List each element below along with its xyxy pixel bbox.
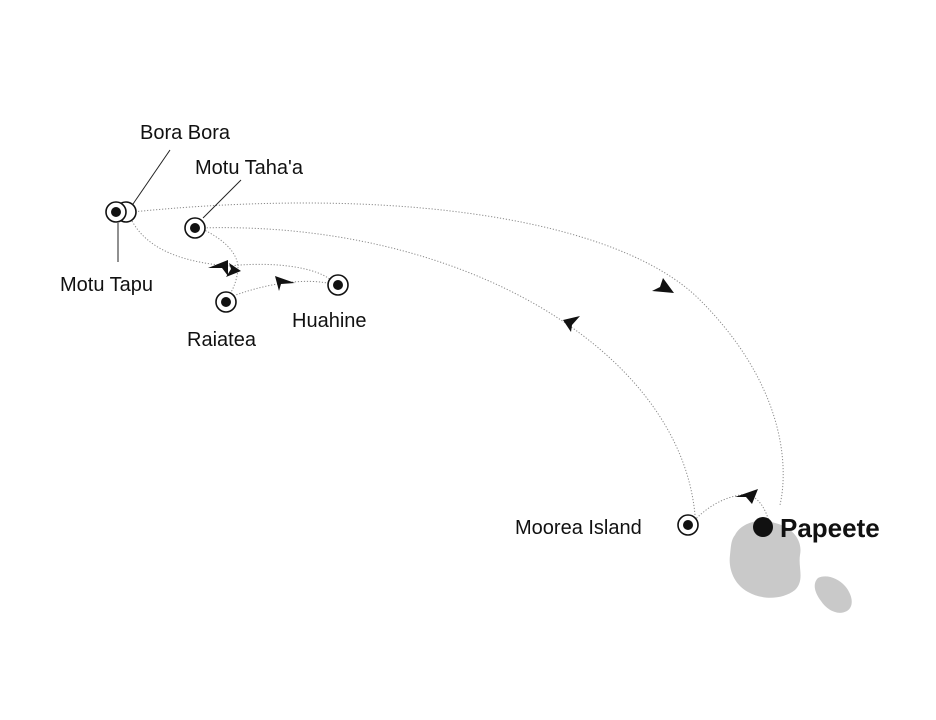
port-moorea-marker[interactable] [677, 514, 699, 536]
label-raiatea: Raiatea [187, 329, 257, 351]
label-moorea: Moorea Island [515, 517, 642, 539]
leader-bora-bora [132, 149, 171, 205]
direction-arrows [208, 260, 758, 504]
direction-arrow-icon [563, 316, 580, 332]
port-papeete-marker[interactable] [753, 517, 773, 537]
label-bora-bora: Bora Bora [140, 122, 231, 144]
port-huahine-marker[interactable] [327, 274, 349, 296]
route-papeete-moorea [689, 494, 771, 526]
direction-arrow-icon [208, 260, 228, 276]
tahiti-landmass [729, 520, 852, 613]
route-lines [127, 202, 784, 526]
label-leaders [117, 149, 242, 262]
route-huahine-borabora [127, 211, 337, 286]
route-tahaa-raiatea [199, 227, 239, 301]
direction-arrow-icon [735, 489, 758, 504]
label-huahine: Huahine [292, 310, 367, 332]
leader-motu-tahaa [202, 179, 242, 219]
direction-arrow-icon [652, 278, 674, 293]
label-motu-tapu: Motu Tapu [60, 274, 153, 296]
route-moorea-tahaa [199, 227, 696, 516]
route-raiatea-huahine [227, 280, 337, 299]
label-papeete: Papeete [780, 513, 880, 543]
direction-arrow-icon [275, 276, 295, 291]
port-motu-tahaa-marker[interactable] [184, 217, 206, 239]
label-motu-tahaa: Motu Taha'a [195, 157, 304, 179]
direction-arrow-icon [226, 263, 241, 277]
port-bora-bora-marker[interactable] [105, 201, 137, 223]
port-raiatea-marker[interactable] [215, 291, 237, 313]
